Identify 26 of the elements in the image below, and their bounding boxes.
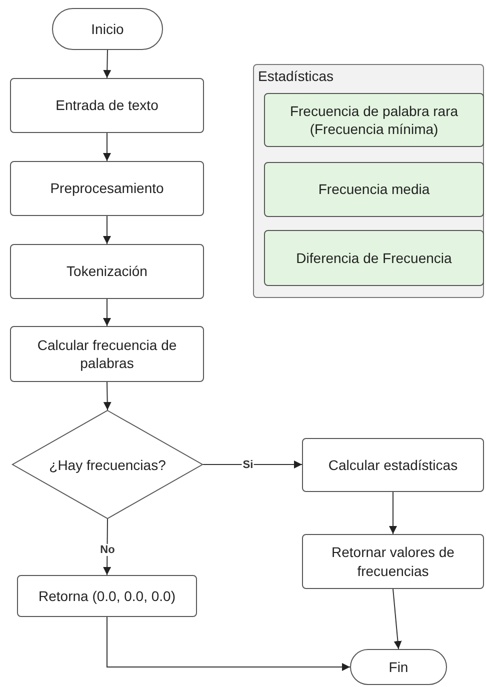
edge-label: Si [242,458,254,471]
arrow [103,216,111,244]
arrow [392,588,402,650]
process-box: Frecuencia media [264,162,484,217]
arrow [103,382,112,410]
arrow [202,460,302,468]
process-box: Preprocesamiento [10,161,204,216]
decision-text: ¿Hay frecuencias? [49,456,166,472]
edge-label: No [99,544,116,556]
terminal-pill: Inicio [52,8,163,50]
process-box: Entrada de texto [10,78,204,133]
process-box: Frecuencia de palabra rara (Frecuencia mínima) [264,93,484,147]
process-box: Calcular estadísticas [302,438,484,492]
process-box: Tokenización [10,244,204,299]
arrow [389,492,397,534]
group-title: Estadísticas [258,68,334,84]
arrow [103,132,111,162]
process-box: Calcular frecuencia de palabras [10,326,204,382]
process-box: Retorna (0.0, 0.0, 0.0) [17,575,197,617]
arrow [103,298,111,326]
group-panel [253,64,484,298]
terminal-pill: Fin [350,649,447,685]
arrow [103,50,112,78]
process-box: Diferencia de Frecuencia [264,230,484,286]
arrow [106,616,350,671]
process-box: Retornar valores de frecuencias [302,534,484,589]
